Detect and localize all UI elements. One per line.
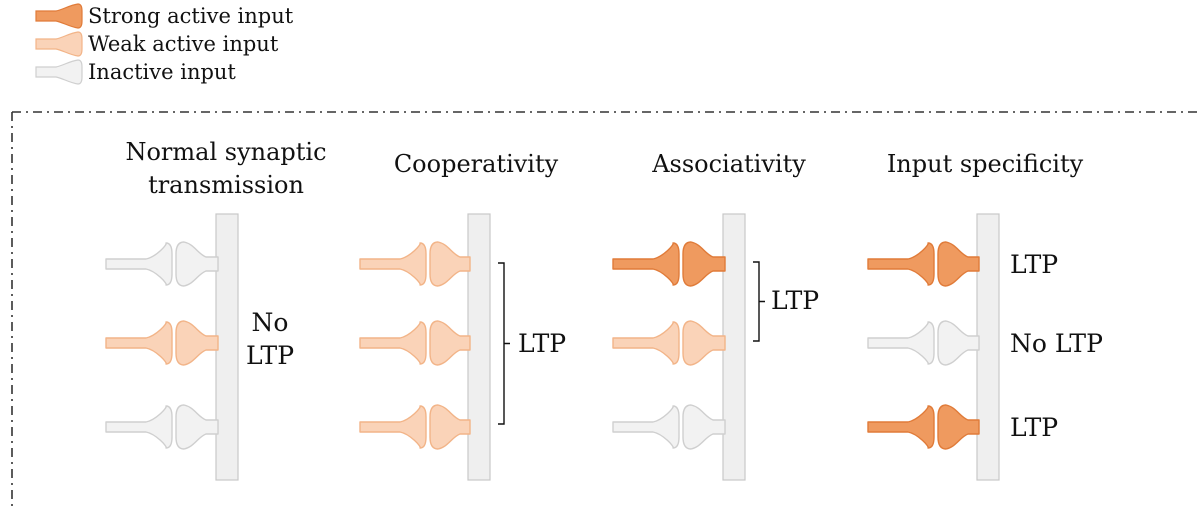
- outcome-label: LTP: [518, 329, 566, 358]
- postsynaptic-spine: [937, 404, 980, 450]
- synapse-weak-2: [105, 320, 219, 366]
- synapse-inactive-3: [612, 404, 726, 450]
- legend-label-weak: Weak active input: [88, 32, 279, 56]
- synapse-strong-3: [867, 404, 980, 450]
- synapse-weak-2: [359, 320, 471, 366]
- legend-label-strong: Strong active input: [88, 4, 294, 28]
- legend-swatch-strong-icon: [35, 3, 83, 29]
- synapse-strong-1: [612, 241, 726, 287]
- dendrite: [976, 213, 1000, 481]
- synapse-inactive-2: [867, 320, 980, 366]
- dendrite: [467, 213, 491, 481]
- synapse-weak-2: [612, 320, 726, 366]
- synapse-inactive-3: [105, 404, 219, 450]
- postsynaptic-spine: [682, 241, 726, 287]
- legend-swatch-weak-icon: [35, 31, 83, 57]
- outcome-label: No: [252, 308, 289, 337]
- row-outcome-label: No LTP: [1010, 329, 1103, 358]
- postsynaptic-spine: [175, 241, 219, 287]
- postsynaptic-spine: [175, 404, 219, 450]
- panel-title-line: Associativity: [651, 150, 806, 178]
- ltp-bracket: [753, 261, 765, 342]
- panel-title-line: Cooperativity: [394, 150, 559, 178]
- presynaptic-terminal: [612, 321, 680, 365]
- postsynaptic-spine: [937, 241, 980, 287]
- row-outcome-label: LTP: [1010, 250, 1058, 279]
- synapse-inactive-1: [105, 241, 219, 287]
- presynaptic-terminal: [359, 405, 427, 449]
- synapse-weak-1: [359, 241, 471, 287]
- panel-title-line: transmission: [148, 171, 304, 199]
- postsynaptic-spine: [429, 241, 471, 287]
- postsynaptic-spine: [175, 320, 219, 366]
- presynaptic-terminal: [359, 242, 427, 286]
- row-outcome-label: LTP: [1010, 413, 1058, 442]
- presynaptic-terminal: [105, 321, 173, 365]
- legend-label-inactive: Inactive input: [88, 60, 236, 84]
- postsynaptic-spine: [682, 404, 726, 450]
- postsynaptic-spine: [429, 320, 471, 366]
- presynaptic-terminal: [612, 405, 680, 449]
- outcome-label: LTP: [246, 341, 294, 370]
- ltp-bracket: [498, 262, 510, 425]
- presynaptic-terminal: [867, 405, 935, 449]
- presynaptic-terminal: [612, 242, 680, 286]
- dendrite: [215, 213, 239, 481]
- presynaptic-terminal: [105, 405, 173, 449]
- synapse-strong-1: [867, 241, 980, 287]
- synapse-weak-3: [359, 404, 471, 450]
- presynaptic-terminal: [359, 321, 427, 365]
- postsynaptic-spine: [682, 320, 726, 366]
- postsynaptic-spine: [937, 320, 980, 366]
- outcome-label: LTP: [771, 286, 819, 315]
- legend-swatch-inactive-icon: [35, 59, 83, 85]
- presynaptic-terminal: [867, 242, 935, 286]
- presynaptic-terminal: [867, 321, 935, 365]
- postsynaptic-spine: [429, 404, 471, 450]
- presynaptic-terminal: [105, 242, 173, 286]
- panel-title-line: Input specificity: [887, 150, 1084, 178]
- dendrite: [722, 213, 746, 481]
- panel-title-line: Normal synaptic: [125, 138, 326, 166]
